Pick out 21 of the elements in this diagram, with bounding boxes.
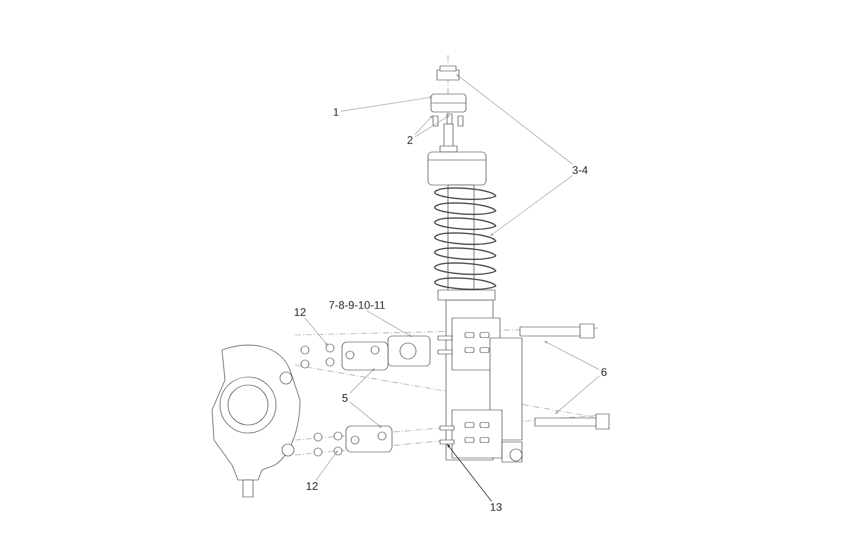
leader-line: [490, 175, 573, 236]
leader-line: [456, 74, 574, 165]
callout-number: 3-4: [572, 166, 588, 174]
leader-line: [316, 450, 338, 481]
callout-number: 1: [334, 108, 339, 116]
callout-number: 6: [602, 368, 607, 376]
leader-line: [414, 115, 450, 138]
callout-number: 2: [408, 136, 413, 144]
leader-line: [447, 444, 492, 502]
callout-number: 12: [306, 482, 318, 490]
leader-line: [555, 376, 600, 414]
callout-number: 12: [294, 308, 306, 316]
callout-number: 13: [490, 503, 502, 511]
callout-number: 5: [342, 394, 348, 402]
leader-line: [304, 317, 328, 346]
leader-line: [414, 115, 433, 136]
leader-line: [544, 341, 600, 370]
leader-line: [349, 402, 382, 428]
leader-line: [366, 310, 412, 337]
leader-line: [349, 368, 375, 394]
callout-number: 7-8-9-10-11: [329, 301, 385, 309]
